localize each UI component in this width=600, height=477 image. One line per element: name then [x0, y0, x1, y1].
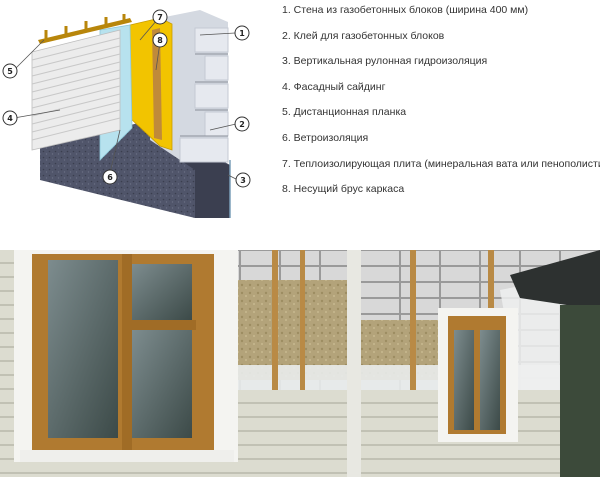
- callout-7: 7: [152, 9, 168, 25]
- siding-panel: [31, 29, 121, 151]
- legend-item-6: 6. Ветроизоляция: [282, 131, 369, 144]
- callout-2: 2: [234, 116, 250, 132]
- svg-text:5: 5: [7, 67, 13, 76]
- small-window: [438, 308, 518, 442]
- legend-item-5: 5. Дистанционная планка: [282, 106, 407, 119]
- svg-text:7: 7: [157, 13, 163, 22]
- legend-list: 1. Стена из газобетонных блоков (ширина …: [282, 4, 600, 209]
- mineral-wool-panel: [235, 280, 355, 380]
- roof-overhang: [510, 250, 600, 310]
- legend-item-1: 1. Стена из газобетонных блоков (ширина …: [282, 4, 529, 16]
- svg-text:3: 3: [240, 176, 246, 185]
- legend-item-3: 3. Вертикальная рулонная гидроизоляция: [282, 55, 488, 68]
- svg-text:4: 4: [7, 114, 13, 123]
- frame-beam: [152, 28, 162, 140]
- callout-3: 3: [235, 172, 251, 188]
- callout-4: 4: [2, 110, 18, 126]
- legend-item-2: 2. Клей для газобетонных блоков: [282, 29, 445, 42]
- block-glue-lines: [180, 53, 228, 137]
- svg-text:1: 1: [239, 29, 245, 38]
- facade-photo: [0, 250, 600, 477]
- callout-8: 8: [152, 32, 168, 48]
- callout-6: 6: [102, 169, 118, 185]
- wall-structure-diagram: 1 2 3 4 5 6 7 8: [2, 9, 251, 218]
- legend-item-8: 8. Несущий брус каркаса: [282, 183, 405, 196]
- callout-1: 1: [234, 25, 250, 41]
- svg-text:6: 6: [107, 173, 113, 182]
- svg-text:8: 8: [157, 36, 163, 45]
- legend-item-7: 7. Теплоизолирующая плита (минеральная в…: [282, 157, 600, 170]
- siding-left-edge: [0, 250, 18, 477]
- distance-battens: [38, 14, 132, 44]
- corner-trim: [347, 250, 361, 477]
- large-window: [14, 250, 238, 462]
- legend-item-4: 4. Фасадный сайдинг: [282, 80, 386, 93]
- trees-right: [560, 305, 600, 477]
- callout-5: 5: [2, 63, 18, 79]
- svg-text:2: 2: [239, 120, 245, 129]
